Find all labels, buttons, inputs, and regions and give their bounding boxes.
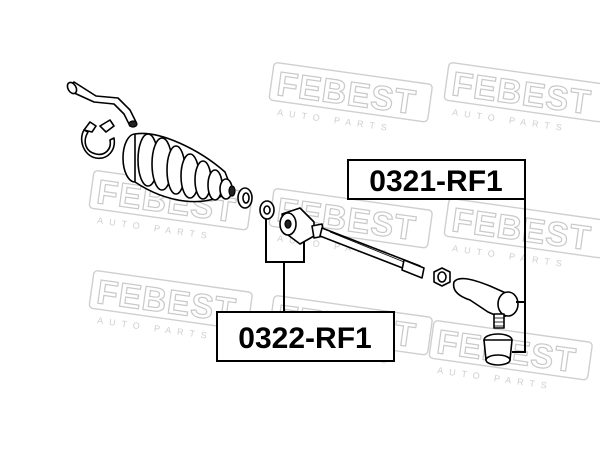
lock-nut [433, 267, 451, 287]
part-number-tie-rod: 0322-RF1 [238, 322, 371, 355]
tie-rod [279, 207, 425, 279]
tie-rod-end [452, 277, 519, 329]
leader-lines [265, 198, 526, 353]
boot-clamp [80, 119, 116, 160]
vent-hose [66, 81, 138, 128]
part-number-tie-rod-end: 0321-RF1 [369, 165, 502, 198]
ball-joint-nut [483, 333, 513, 366]
label-0321: 0321-RF1 [347, 159, 526, 200]
watermark-2: FEBEST AUTO PARTS [443, 62, 600, 133]
watermark-5: FEBEST AUTO PARTS [443, 198, 600, 269]
lock-washer [259, 200, 275, 220]
label-0322: 0322-RF1 [216, 311, 395, 362]
leader-tie-rod-end [512, 198, 526, 353]
watermark-1: FEBEST AUTO PARTS [268, 62, 433, 133]
small-clamp-ring [237, 187, 253, 209]
steering-boot [122, 132, 236, 203]
